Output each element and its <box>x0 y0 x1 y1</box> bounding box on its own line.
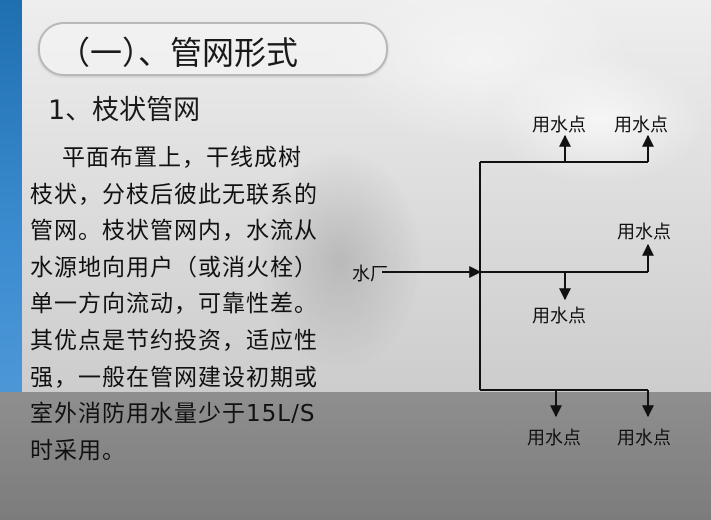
point-label-mid-below: 用水点 <box>532 306 586 327</box>
bottom-band <box>0 392 711 520</box>
title-box: （一）、管网形式 <box>38 22 388 76</box>
point-label-top-right: 用水点 <box>614 115 668 136</box>
left-blue-band <box>0 0 22 520</box>
point-label-bottom-left: 用水点 <box>527 428 581 449</box>
slide-title: （一）、管网形式 <box>58 34 299 72</box>
section-subtitle: 1、枝状管网 <box>48 95 201 126</box>
point-label-top-left: 用水点 <box>532 115 586 136</box>
description-paragraph: 平面布置上，干线成树枝状，分枝后彼此无联系的管网。枝状管网内，水流从水源地向用户… <box>30 140 320 469</box>
point-label-mid-right: 用水点 <box>617 222 671 243</box>
source-label: 水厂 <box>352 264 388 285</box>
paragraph-text: 平面布置上，干线成树枝状，分枝后彼此无联系的管网。枝状管网内，水流从水源地向用户… <box>30 145 318 464</box>
point-label-bottom-right: 用水点 <box>617 428 671 449</box>
